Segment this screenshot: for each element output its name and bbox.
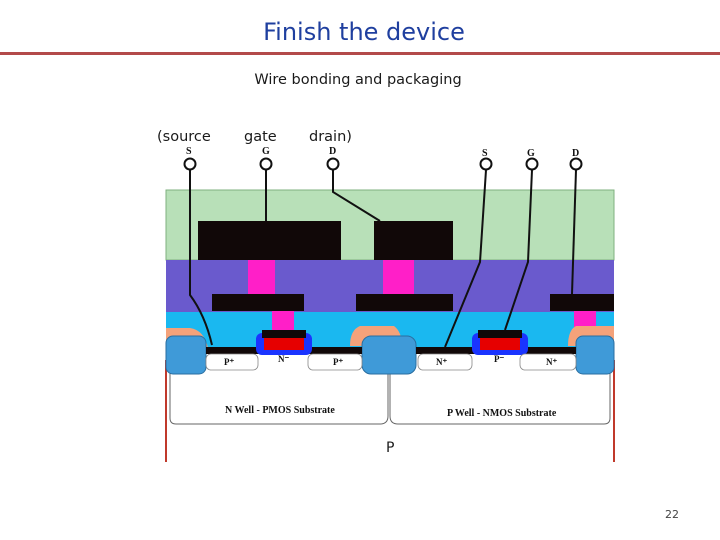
isolation-left bbox=[165, 335, 207, 375]
metal2-left bbox=[198, 221, 341, 260]
contact-nmos-right bbox=[574, 311, 596, 327]
bond-wire-d2 bbox=[571, 169, 577, 295]
bond-pad-d1 bbox=[326, 157, 340, 171]
n-well-outline bbox=[169, 372, 389, 425]
doping-p-minus: P⁻ bbox=[494, 354, 504, 364]
doping-p-plus-1: P⁺ bbox=[224, 357, 234, 367]
pmos-gate-cap bbox=[262, 330, 306, 338]
label-drain: drain) bbox=[309, 129, 352, 145]
bond-pad-s1 bbox=[183, 157, 197, 171]
p-well-outline bbox=[389, 372, 611, 425]
pin-label-g1: G bbox=[262, 146, 270, 157]
bond-pad-d2 bbox=[569, 157, 583, 171]
bond-wire-d1 bbox=[332, 170, 381, 222]
via2-left bbox=[248, 260, 275, 294]
isolation-right bbox=[575, 335, 615, 375]
nmos-source-diff bbox=[417, 353, 473, 371]
pmos-poly-gate bbox=[264, 338, 304, 350]
bond-wire-s1 bbox=[189, 170, 213, 346]
label-source: (source bbox=[157, 129, 211, 145]
isolation-center bbox=[361, 335, 417, 375]
pin-label-d2: D bbox=[572, 148, 579, 159]
bond-pad-g2 bbox=[525, 157, 539, 171]
nmos-gate-cap bbox=[478, 330, 522, 338]
pmos-source-diff bbox=[205, 353, 259, 371]
metal1-a bbox=[212, 294, 304, 311]
via2-right bbox=[383, 260, 414, 294]
doping-n-plus-2: N⁺ bbox=[546, 357, 557, 367]
n-well-label: N Well - PMOS Substrate bbox=[225, 405, 335, 416]
substrate-label: P bbox=[386, 440, 394, 456]
pmos-drain-diff bbox=[307, 353, 363, 371]
p-well-label: P Well - NMOS Substrate bbox=[447, 408, 557, 419]
nmos-drain-diff bbox=[519, 353, 577, 371]
pin-label-s2: S bbox=[482, 148, 488, 159]
metal1-c bbox=[550, 294, 614, 311]
doping-n-plus-1: N⁺ bbox=[436, 357, 447, 367]
bond-pad-g1 bbox=[259, 157, 273, 171]
title-divider bbox=[0, 52, 720, 55]
metal2-right bbox=[374, 221, 453, 260]
bond-pad-s2 bbox=[479, 157, 493, 171]
bond-wire-g2 bbox=[504, 169, 533, 331]
contact-pmos-gate bbox=[272, 311, 294, 330]
pin-label-d1: D bbox=[329, 146, 336, 157]
doping-p-plus-2: P⁺ bbox=[333, 357, 343, 367]
page-number: 22 bbox=[665, 508, 679, 521]
pin-label-s1: S bbox=[186, 146, 192, 157]
slide-title: Finish the device bbox=[263, 18, 465, 46]
nmos-poly-gate bbox=[480, 338, 520, 350]
slide-subtitle: Wire bonding and packaging bbox=[254, 72, 462, 88]
label-gate: gate bbox=[244, 129, 277, 145]
metal1-b bbox=[356, 294, 453, 311]
pin-label-g2: G bbox=[527, 148, 535, 159]
bond-wire-s2 bbox=[444, 169, 487, 348]
doping-n-minus: N⁻ bbox=[278, 354, 289, 364]
